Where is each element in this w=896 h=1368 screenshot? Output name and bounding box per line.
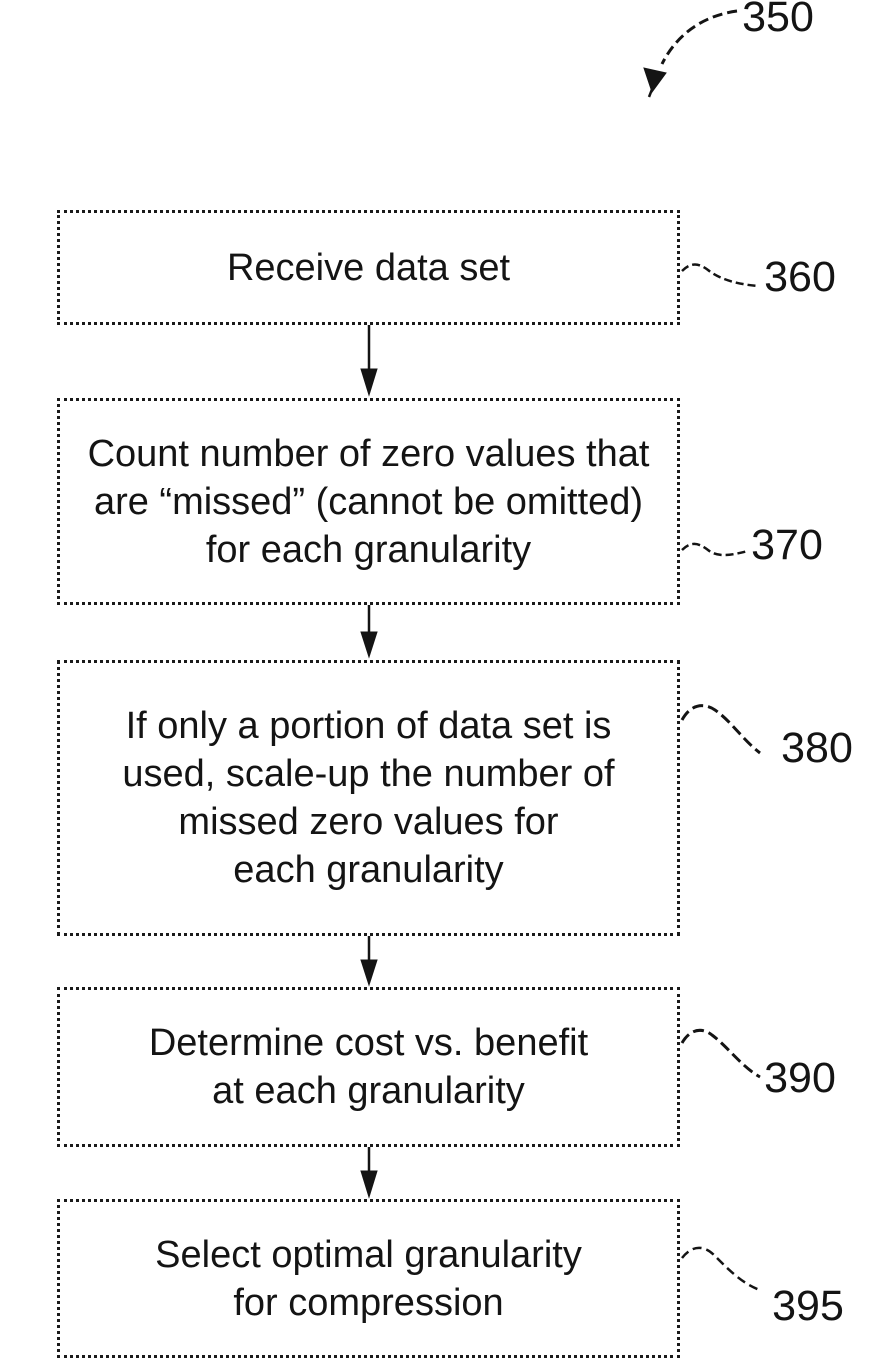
step-text-line: Select optimal granularity	[155, 1233, 582, 1276]
step-text-line: are “missed” (cannot be omitted)	[93, 480, 644, 523]
flow-arrow-2	[360, 605, 378, 659]
ref-leader-380	[680, 704, 761, 755]
ref-number-380: 380	[781, 724, 853, 772]
step-text-line: used, scale-up the number of	[122, 753, 615, 795]
step-text-line: missed zero values for	[178, 801, 559, 843]
ref-number-360: 360	[764, 253, 836, 301]
flow-arrow-4	[360, 1147, 378, 1199]
step-text-line: at each granularity	[212, 1070, 525, 1112]
step-text-line: Receive data set	[226, 246, 511, 289]
ref-number-390: 390	[764, 1054, 836, 1102]
step-text-line: If only a portion of data set is	[125, 705, 612, 747]
flow-arrow-1	[360, 325, 378, 397]
step-receive-data-set: Receive data set	[57, 210, 680, 325]
ref-number-395: 395	[772, 1282, 844, 1330]
step-text-line: Determine cost vs. benefit	[148, 1022, 589, 1064]
step-count-missed-zero-values: Count number of zero values that are “mi…	[57, 398, 680, 605]
step-determine-cost-vs-benefit: Determine cost vs. benefit at each granu…	[57, 987, 680, 1147]
step-scale-up-missed-zero-values: If only a portion of data set is used, s…	[57, 660, 680, 936]
step-text-line: each granularity	[233, 849, 504, 891]
step-text-line: Count number of zero values that	[87, 432, 650, 475]
step-text-line: for each granularity	[205, 528, 532, 571]
ref-number-370: 370	[751, 521, 823, 569]
step-select-optimal-granularity: Select optimal granularity for compressi…	[57, 1199, 680, 1358]
flow-arrow-3	[360, 936, 378, 987]
figure-ref-number: 350	[742, 0, 814, 41]
step-text-line: for compression	[233, 1281, 504, 1324]
